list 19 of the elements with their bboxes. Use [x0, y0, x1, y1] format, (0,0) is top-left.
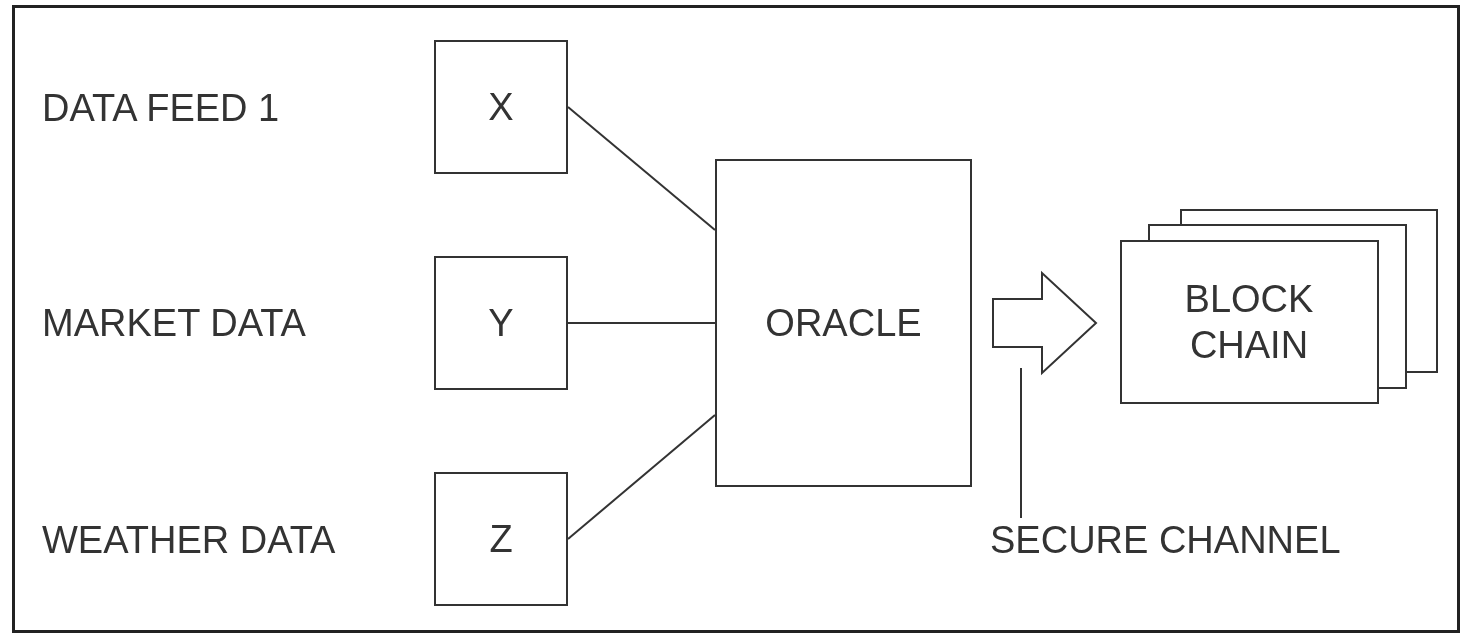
node-label: ORACLE: [765, 301, 922, 346]
process-box: [434, 472, 568, 606]
process-box: [715, 159, 972, 487]
connector-line: [567, 414, 716, 540]
connector-line: [567, 106, 716, 231]
node-label: BLOCK CHAIN: [1183, 277, 1315, 368]
node-label: X: [488, 85, 514, 130]
leader-line: [1020, 367, 1022, 519]
source-label: DATA FEED 1: [42, 86, 280, 131]
connector-line: [567, 322, 716, 324]
block-arrow: [992, 270, 1098, 376]
process-box: [434, 40, 568, 174]
process-box: [434, 256, 568, 390]
source-label: WEATHER DATA: [42, 518, 336, 563]
node-label: Z: [489, 517, 513, 562]
node-label: Y: [488, 301, 514, 346]
channel-label: SECURE CHANNEL: [990, 518, 1341, 563]
source-label: MARKET DATA: [42, 301, 306, 346]
stacked-blocks: [1120, 209, 1438, 404]
